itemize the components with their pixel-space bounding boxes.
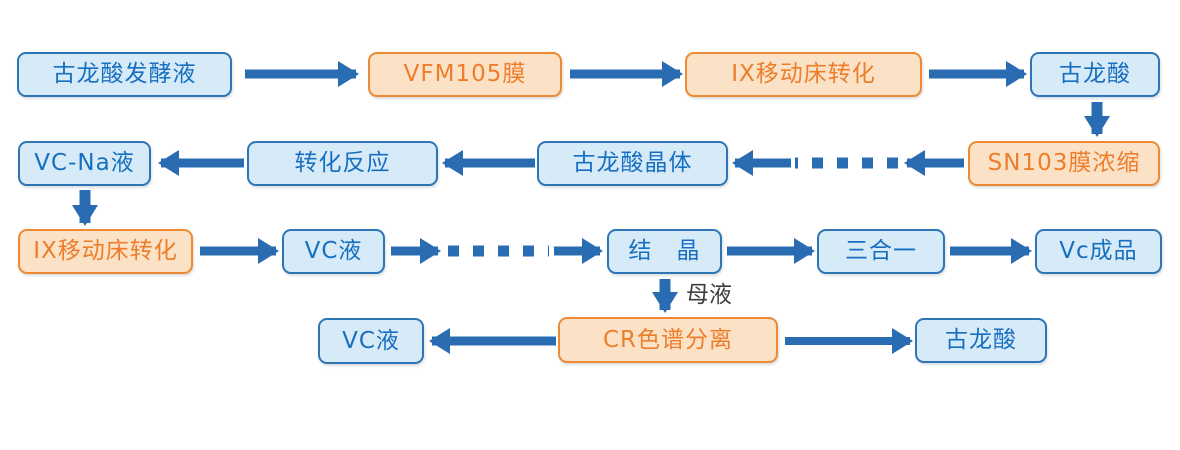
flow-node-gulonic-acid-top: 古龙酸 bbox=[1030, 52, 1160, 97]
flow-node-vc-liquid-bottom: VC液 bbox=[318, 318, 424, 364]
flow-node-vc-na-liquid: VC-Na液 bbox=[18, 141, 151, 186]
flow-node-label: 转化反应 bbox=[294, 150, 391, 176]
flow-node-vc-liquid-mid: VC液 bbox=[282, 229, 385, 274]
flow-node-label: Vc成品 bbox=[1059, 238, 1138, 264]
flow-node-label: 古龙酸发酵液 bbox=[52, 61, 197, 87]
flow-node-vfm105-membrane: VFM105膜 bbox=[368, 52, 562, 97]
flow-node-label: IX移动床转化 bbox=[731, 61, 876, 87]
flow-node-label: 三合一 bbox=[845, 238, 917, 264]
flow-node-label: 古龙酸 bbox=[945, 327, 1017, 353]
flow-node-label: 古龙酸晶体 bbox=[572, 150, 693, 176]
flow-node-label: 古龙酸 bbox=[1059, 61, 1131, 87]
flow-node-vc-finished-product: Vc成品 bbox=[1035, 229, 1162, 274]
flow-node-gulonic-acid-crystal: 古龙酸晶体 bbox=[537, 141, 728, 186]
flow-node-label: VFM105膜 bbox=[403, 61, 527, 87]
flow-node-crystallization: 结 晶 bbox=[607, 229, 722, 274]
flow-node-conversion-reaction: 转化反应 bbox=[247, 141, 438, 186]
flow-node-label: 结 晶 bbox=[628, 238, 701, 264]
free-label-mother-liquor: 母液 bbox=[686, 282, 732, 308]
flow-node-sn103-membrane-concentrate: SN103膜浓缩 bbox=[968, 141, 1160, 186]
flow-node-label: VC-Na液 bbox=[34, 150, 135, 176]
flow-node-gulonic-fermentation-broth: 古龙酸发酵液 bbox=[17, 52, 232, 97]
flow-node-ix-moving-bed-left: IX移动床转化 bbox=[18, 229, 193, 274]
flow-node-label: CR色谱分离 bbox=[602, 326, 734, 353]
flow-node-cr-chromatographic-sep: CR色谱分离 bbox=[558, 317, 778, 363]
flow-node-label: SN103膜浓缩 bbox=[987, 150, 1141, 176]
flow-node-gulonic-acid-bottom: 古龙酸 bbox=[915, 318, 1047, 363]
flow-node-label: IX移动床转化 bbox=[33, 238, 178, 264]
flow-node-label: VC液 bbox=[304, 238, 363, 264]
flow-node-ix-moving-bed-top: IX移动床转化 bbox=[685, 52, 922, 97]
flow-node-label: VC液 bbox=[342, 327, 400, 354]
flow-node-three-in-one: 三合一 bbox=[817, 229, 945, 274]
